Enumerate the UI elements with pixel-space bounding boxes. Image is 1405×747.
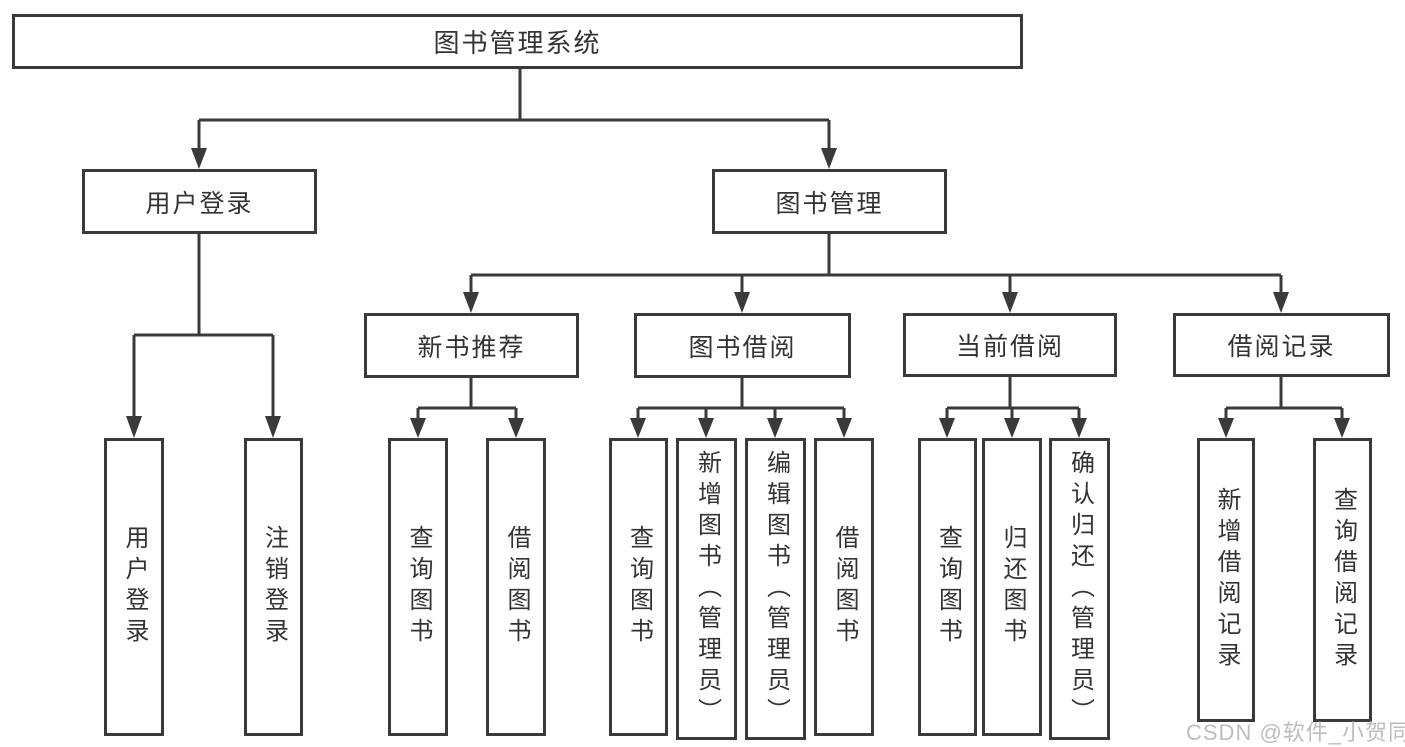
leaf-query-books-3: 查询图书 <box>918 438 977 736</box>
node-borrowing-records: 借阅记录 <box>1173 313 1390 377</box>
node-book-management: 图书管理 <box>712 169 947 234</box>
connector-line <box>1224 377 1344 420</box>
connector-line <box>469 233 1283 294</box>
arrow-down-icon <box>191 148 207 169</box>
connector-root-to-level2 <box>191 69 837 169</box>
arrow-down-icon <box>939 418 955 438</box>
leaf-add-borrow-record: 新增借阅记录 <box>1197 438 1255 722</box>
arrow-down-icon <box>126 416 142 438</box>
arrow-down-icon <box>1071 418 1087 438</box>
arrow-down-icon <box>1273 292 1289 313</box>
leaf-query-books-1: 查询图书 <box>388 438 448 736</box>
node-book-borrowing: 图书借阅 <box>634 313 851 378</box>
csdn-watermark: CSDN @软件_小贺同学 <box>1186 720 1405 745</box>
arrow-down-icon <box>410 418 426 438</box>
connector-new-book-to-leaves <box>410 378 524 438</box>
connector-line <box>197 69 831 150</box>
arrow-down-icon <box>836 418 852 438</box>
arrow-down-icon <box>767 418 783 438</box>
connector-line <box>416 378 518 420</box>
leaf-return-books: 归还图书 <box>982 438 1042 736</box>
connector-book-mgmt-to-level3 <box>463 233 1289 313</box>
connector-line <box>945 377 1081 420</box>
leaf-query-books-2: 查询图书 <box>609 438 668 736</box>
arrow-down-icon <box>734 292 750 313</box>
connector-user-login-to-leaves <box>126 233 281 438</box>
node-current-borrowing: 当前借阅 <box>903 313 1117 377</box>
leaf-query-borrow-record: 查询借阅记录 <box>1313 438 1372 722</box>
connector-book-borrow-to-leaves <box>630 378 852 438</box>
arrow-down-icon <box>265 416 281 438</box>
node-user-login: 用户登录 <box>82 169 317 234</box>
arrow-down-icon <box>463 292 479 313</box>
arrow-down-icon <box>1218 418 1234 438</box>
leaf-user-login: 用户登录 <box>104 438 164 736</box>
leaf-borrow-books-2: 借阅图书 <box>814 438 874 736</box>
connector-line <box>132 233 275 418</box>
leaf-add-books-admin: 新增图书（管理员） <box>676 438 737 740</box>
leaf-confirm-return-admin: 确认归还（管理员） <box>1049 438 1110 740</box>
arrow-down-icon <box>698 418 714 438</box>
arrow-down-icon <box>1002 292 1018 313</box>
connector-current-borrow-to-leaves <box>939 377 1087 438</box>
arrow-down-icon <box>508 418 524 438</box>
node-library-system: 图书管理系统 <box>12 14 1023 69</box>
arrow-down-icon <box>1004 418 1020 438</box>
leaf-borrow-books-1: 借阅图书 <box>486 438 546 736</box>
leaf-logout: 注销登录 <box>244 438 303 736</box>
connector-borrow-records-to-leaves <box>1218 377 1350 438</box>
connector-line <box>636 378 846 420</box>
arrow-down-icon <box>630 418 646 438</box>
arrow-down-icon <box>821 148 837 169</box>
leaf-edit-books-admin: 编辑图书（管理员） <box>745 438 806 740</box>
node-new-book-recommend: 新书推荐 <box>364 313 579 378</box>
arrow-down-icon <box>1334 418 1350 438</box>
